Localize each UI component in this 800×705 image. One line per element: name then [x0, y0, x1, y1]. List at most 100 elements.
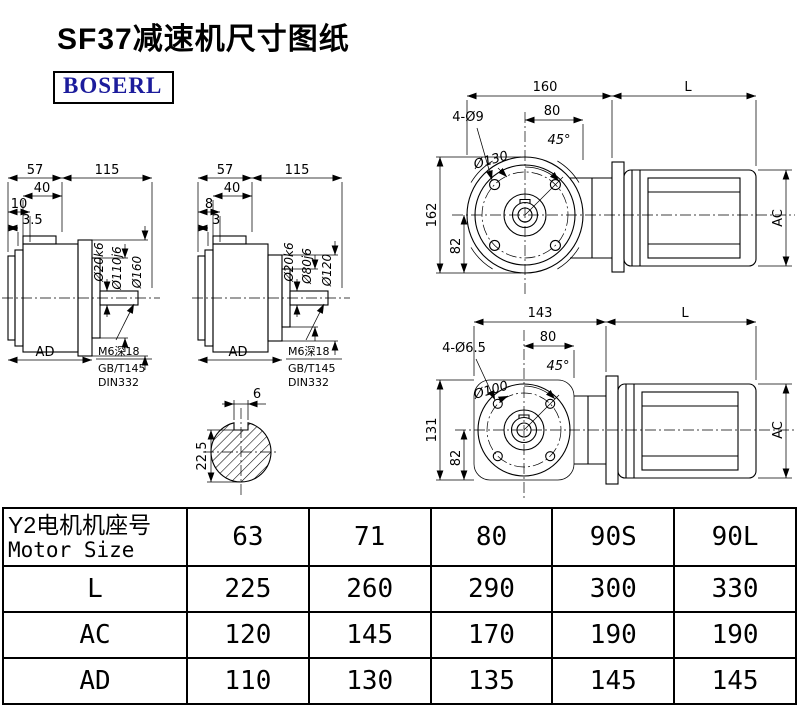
dim-115-label: 115 [285, 163, 310, 178]
table-row-l: L 225 260 290 300 330 [2, 565, 797, 613]
front-view-b: 143 L 80 4-Ø6.5 45° Ø100 131 [425, 306, 795, 498]
front-view-a: 160 L 80 4-Ø9 45° Ø130 162 [425, 80, 795, 295]
angle-label: 45° [547, 133, 570, 148]
dim-ad-label: AD [36, 345, 55, 360]
shaft-dia-label: Ø20k6 [92, 242, 106, 283]
col-size-71: 71 [307, 507, 432, 567]
cell-l-90s: 300 [551, 565, 676, 613]
holes-label: 4-Ø9 [452, 110, 483, 125]
flange-dia-label: Ø120 [320, 253, 334, 287]
col-size-80: 80 [429, 507, 554, 567]
dim-l-label: L [681, 306, 689, 321]
housing-step [212, 235, 247, 245]
table-row-ac: AC 120 145 170 190 190 [2, 611, 797, 659]
side-view-b: 57 115 40 8 3 [192, 163, 350, 389]
dim-57-label: 57 [217, 163, 234, 178]
cell-ad-90l: 145 [673, 657, 797, 705]
motor-frame [647, 177, 741, 259]
spigot-dia-label: Ø80j6 [300, 248, 314, 285]
front-view-a-dimensions: 160 L 80 4-Ø9 45° Ø130 162 [425, 80, 792, 274]
motor-body [617, 383, 757, 479]
note-din: DIN332 [288, 376, 329, 389]
side-view-b-body [192, 235, 350, 353]
cell-ac-90s: 190 [551, 611, 676, 659]
header-motor-size-cell: Y2电机机座号 Motor Size [2, 507, 188, 567]
cell-ad-71: 130 [307, 657, 432, 705]
extension-lines [197, 182, 343, 342]
angle-arc [524, 166, 560, 182]
plate-corner [557, 160, 580, 183]
col-size-90s: 90S [551, 507, 676, 567]
dim-ac-label: AC [771, 421, 786, 439]
side-view-a: 57 115 40 10 3.5 [2, 163, 160, 389]
cell-l-63: 225 [186, 565, 310, 613]
key-width-label: 6 [253, 387, 261, 402]
cell-ac-80: 170 [429, 611, 554, 659]
dim-3-5-label: 3.5 [22, 213, 43, 228]
note-din: DIN332 [98, 376, 139, 389]
row-label-ac: AC [2, 611, 188, 659]
dim-82-label: 82 [449, 450, 464, 467]
bolt-hole [489, 239, 501, 251]
motor-body [623, 169, 757, 267]
angle-ray [523, 394, 560, 431]
dim-8-label: 8 [205, 197, 213, 212]
cell-l-71: 260 [307, 565, 432, 613]
bolt-hole [492, 398, 503, 409]
cell-l-80: 290 [429, 565, 554, 613]
bolt-circle-leader [497, 167, 508, 178]
dim-ac-label: AC [771, 209, 786, 227]
front-view-a-motor [570, 161, 757, 273]
shaft-dia-label: Ø20k6 [282, 242, 296, 283]
plate-corner [470, 160, 493, 183]
row-label-ad: AD [2, 657, 188, 705]
front-view-b-flange [455, 330, 795, 498]
motor-flange [611, 161, 625, 273]
note-thread: M6深18 [288, 345, 330, 358]
header-motor-size-en: Motor Size [8, 537, 135, 562]
brand-logo-box: BOSERL [53, 71, 175, 104]
plate-corner [557, 247, 580, 270]
keyway-notch [519, 198, 531, 204]
motor-frame [641, 391, 739, 471]
dim-ad-label: AD [229, 345, 248, 360]
side-view-a-dimensions: 57 115 40 10 3.5 [7, 163, 153, 389]
dimension-drawings: 57 115 40 10 3.5 [2, 80, 795, 498]
holes-leader [475, 358, 496, 401]
front-view-b-dimensions: 143 L 80 4-Ø6.5 45° Ø100 131 [425, 306, 792, 481]
angle-arc [523, 385, 556, 400]
dim-10-label: 10 [11, 197, 28, 212]
shaft-section: 6 22.5 [195, 387, 279, 496]
row-label-l: L [2, 565, 188, 613]
section-height-label: 22.5 [195, 442, 210, 471]
note-standard: GB/T145 [98, 362, 146, 375]
housing-step [22, 235, 57, 245]
bolt-hole [545, 451, 556, 462]
cell-ad-90s: 145 [551, 657, 676, 705]
dim-l-label: L [684, 80, 692, 95]
side-view-a-body [2, 235, 160, 357]
bolt-hole [549, 239, 561, 251]
dim-160-label: 160 [533, 80, 558, 95]
note-standard: GB/T145 [288, 362, 336, 375]
bolt-circle-leader [497, 395, 509, 403]
angle-ray [524, 176, 564, 216]
brand-text: BOSERL [63, 73, 163, 98]
dim-143-label: 143 [528, 306, 553, 321]
bolt-hole [545, 398, 556, 409]
holes-label: 4-Ø6.5 [442, 341, 486, 356]
cell-ad-63: 110 [186, 657, 310, 705]
cell-ad-80: 135 [429, 657, 554, 705]
plate-corner [470, 247, 493, 270]
dim-131-label: 131 [425, 418, 440, 443]
dim-162-label: 162 [425, 203, 440, 228]
dim-3-label: 3 [212, 213, 220, 228]
dim-80-label: 80 [540, 330, 557, 345]
bolt-hole [489, 179, 501, 191]
table-header-row: Y2电机机座号 Motor Size 63 71 80 90S 90L [2, 507, 797, 567]
cell-l-90l: 330 [673, 565, 797, 613]
flange-dia-label: Ø160 [130, 255, 144, 289]
bolt-circle-label: Ø100 [471, 379, 510, 403]
col-size-90l: 90L [673, 507, 797, 567]
